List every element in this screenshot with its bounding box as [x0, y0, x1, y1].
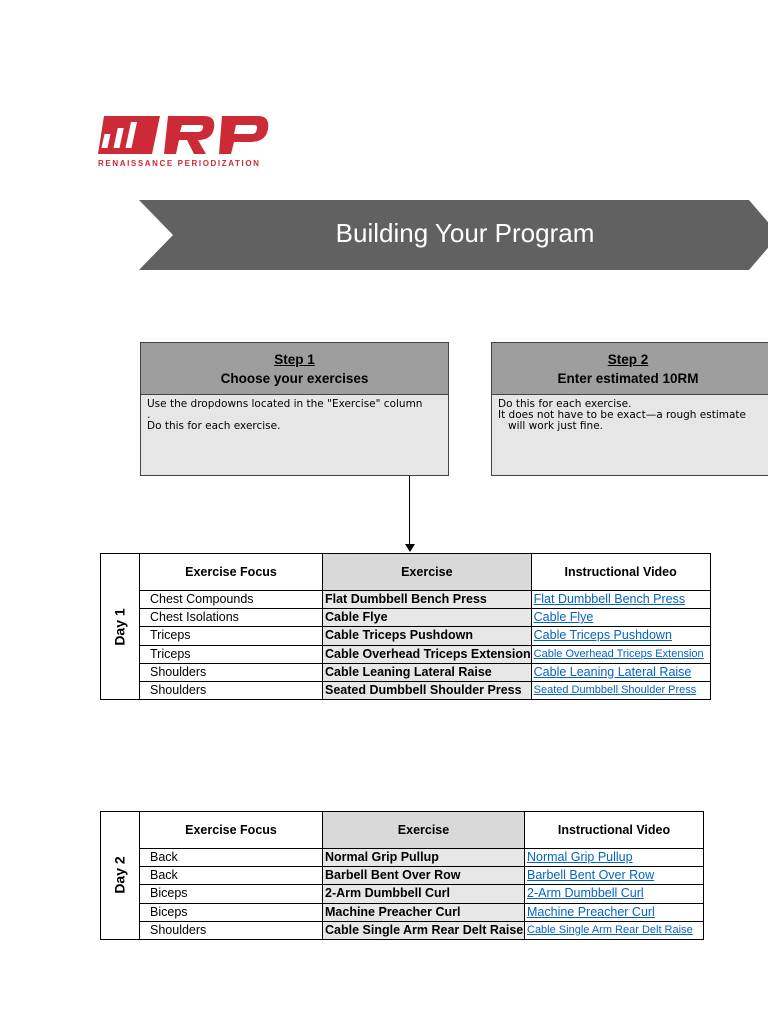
video-link[interactable]: Cable Overhead Triceps Extension [530, 644, 711, 664]
exercise-focus-cell: Biceps [139, 884, 323, 904]
step-1-line: Use the dropdowns located in the "Exerci… [147, 398, 423, 410]
video-link[interactable]: Barbell Bent Over Row [524, 866, 704, 886]
step-1-label: Step 1 [274, 351, 315, 367]
exercise-focus-cell: Back [139, 866, 323, 886]
exercise-focus-cell: Back [139, 847, 323, 868]
video-link[interactable]: Seated Dumbbell Shoulder Press [530, 680, 711, 701]
step-1-instructions: Use the dropdowns located in the "Exerci… [141, 395, 448, 436]
video-link[interactable]: Cable Single Arm Rear Delt Raise [524, 920, 704, 940]
exercise-focus-cell: Triceps [139, 626, 323, 646]
day-2-table: Day 2 Exercise Focus Exercise Instructio… [100, 811, 704, 940]
exercise-focus-cell: Shoulders [139, 680, 323, 701]
table-row: Chest Isolations Cable Flye Cable Flye [101, 608, 711, 628]
exercise-focus-cell: Shoulders [139, 920, 323, 940]
exercise-select-cell[interactable]: Cable Triceps Pushdown [322, 626, 532, 646]
exercise-focus-cell: Triceps [139, 644, 323, 664]
header-instructional-video: Instructional Video [530, 553, 711, 591]
exercise-select-cell[interactable]: Normal Grip Pullup [322, 847, 525, 868]
exercise-focus-cell: Shoulders [139, 662, 323, 682]
day-label: Day 1 [111, 607, 128, 646]
exercise-select-cell[interactable]: Machine Preacher Curl [322, 902, 525, 922]
table-row: Triceps Cable Triceps Pushdown Cable Tri… [101, 626, 711, 646]
day-label-cell: Day 1 [100, 552, 140, 701]
header-exercise-focus: Exercise Focus [139, 811, 323, 849]
table-row: Shoulders Seated Dumbbell Shoulder Press… [101, 680, 711, 701]
header-exercise-focus: Exercise Focus [139, 553, 323, 591]
exercise-select-cell[interactable]: Barbell Bent Over Row [322, 866, 525, 886]
header-instructional-video: Instructional Video [524, 811, 704, 849]
exercise-focus-cell: Chest Compounds [139, 589, 323, 610]
step-2-line: will work just fine. [508, 420, 603, 432]
exercise-focus-cell: Biceps [139, 902, 323, 922]
connector-arrow-icon [405, 544, 415, 552]
exercise-select-cell[interactable]: Cable Single Arm Rear Delt Raise [322, 920, 525, 940]
step-1-header: Step 1 Choose your exercises [141, 343, 448, 395]
step-1-line: . [147, 409, 151, 421]
table-row: Shoulders Cable Leaning Lateral Raise Ca… [101, 662, 711, 682]
video-link[interactable]: Cable Flye [530, 608, 711, 628]
exercise-select-cell[interactable]: Cable Overhead Triceps Extension [322, 644, 532, 664]
table-row: Biceps Machine Preacher Curl Machine Pre… [101, 902, 704, 922]
exercise-select-cell[interactable]: Flat Dumbbell Bench Press [322, 589, 532, 610]
step-2-label: Step 2 [607, 351, 649, 367]
video-link[interactable]: Machine Preacher Curl [524, 902, 704, 922]
rp-logo [98, 116, 269, 154]
video-link[interactable]: Normal Grip Pullup [524, 847, 704, 868]
exercise-select-cell[interactable]: Cable Leaning Lateral Raise [322, 662, 532, 682]
step-1-title: Choose your exercises [220, 370, 369, 386]
banner-arrow [139, 200, 768, 270]
table-header-row: Day 1 Exercise Focus Exercise Instructio… [100, 552, 711, 701]
table-row: Shoulders Cable Single Arm Rear Delt Rai… [101, 920, 704, 940]
step-2-instructions: Do this for each exercise. It does not h… [492, 395, 768, 436]
exercise-select-cell[interactable]: 2-Arm Dumbbell Curl [322, 884, 525, 904]
step-2-title: Enter estimated 10RM [557, 370, 699, 386]
table-row: Back Barbell Bent Over Row Barbell Bent … [101, 866, 704, 886]
connector-line [409, 476, 410, 546]
header-exercise: Exercise [322, 553, 532, 591]
step-1-box: Step 1 Choose your exercises Use the dro… [140, 342, 449, 476]
table-row: Back Normal Grip Pullup Normal Grip Pull… [101, 847, 704, 868]
step-2-box: Step 2 Enter estimated 10RM Do this for … [491, 342, 768, 476]
day-label-cell: Day 2 [100, 811, 140, 940]
video-link[interactable]: 2-Arm Dumbbell Curl [524, 884, 704, 904]
step-2-line: Do this for each exercise. [498, 398, 632, 410]
day-1-table: Day 1 Exercise Focus Exercise Instructio… [100, 552, 711, 701]
table-header-row: Day 2 Exercise Focus Exercise Instructio… [100, 811, 704, 940]
exercise-select-cell[interactable]: Seated Dumbbell Shoulder Press [322, 680, 532, 701]
header-exercise: Exercise [322, 811, 525, 849]
exercise-select-cell[interactable]: Cable Flye [322, 608, 532, 628]
exercise-focus-cell: Chest Isolations [139, 608, 323, 628]
table-row: Chest Compounds Flat Dumbbell Bench Pres… [101, 589, 711, 610]
video-link[interactable]: Cable Leaning Lateral Raise [530, 662, 711, 682]
table-row: Biceps 2-Arm Dumbbell Curl 2-Arm Dumbbel… [101, 884, 704, 904]
step-2-line: It does not have to be exact—a rough est… [498, 409, 746, 421]
day-label: Day 2 [111, 856, 128, 895]
video-link[interactable]: Cable Triceps Pushdown [530, 626, 711, 646]
video-link[interactable]: Flat Dumbbell Bench Press [530, 589, 711, 610]
step-1-line: Do this for each exercise. [147, 420, 281, 432]
table-row: Triceps Cable Overhead Triceps Extension… [101, 644, 711, 664]
page-title: Building Your Program [335, 218, 595, 248]
step-2-header: Step 2 Enter estimated 10RM [492, 343, 768, 395]
logo-tagline: RENAISSANCE PERIODIZATION [98, 159, 261, 168]
